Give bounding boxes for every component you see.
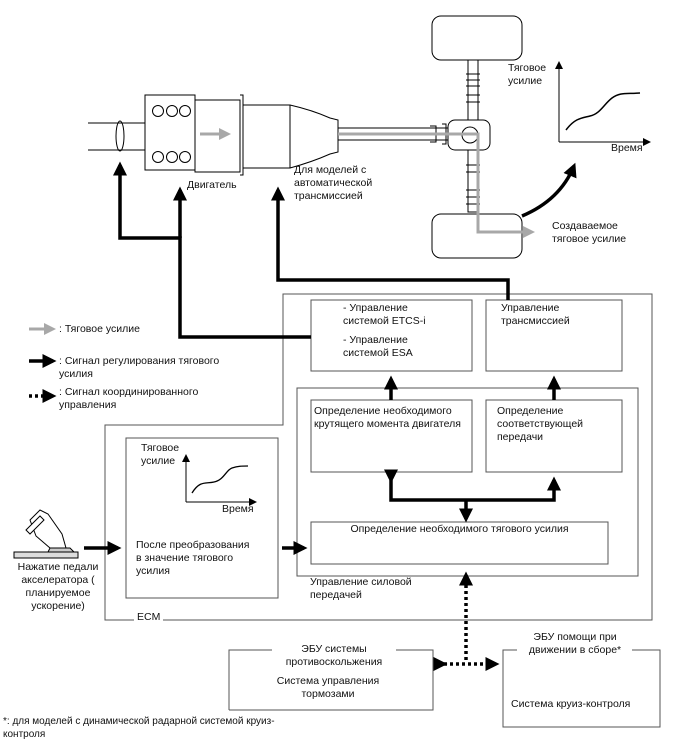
legend-label-control: : Сигнал регулирования тягового усилия bbox=[59, 355, 220, 380]
label-required-traction: Определение необходимого тягового усилия bbox=[350, 523, 569, 535]
label-gear: Определение соответствующей передачи bbox=[497, 405, 584, 443]
label-etcs: - Управление системой ETCS-i bbox=[343, 302, 426, 327]
transmission-control-box bbox=[485, 299, 623, 372]
wheel-top bbox=[431, 15, 523, 61]
label-cruise-control: Система круиз-контроля bbox=[511, 698, 631, 710]
conversion-box bbox=[125, 437, 279, 599]
label-time-ecm: Время bbox=[222, 503, 254, 515]
label-traction-ecm: Тяговое усилие bbox=[141, 442, 180, 467]
label-drive-assist-ecu: ЭБУ помощи при движении в сборе* bbox=[528, 631, 622, 656]
label-pedal: Нажатие педали акселератора ( планируемо… bbox=[17, 561, 99, 612]
engine-torque-box bbox=[310, 399, 473, 473]
label-engine: Двигатель bbox=[187, 179, 237, 191]
label-ecm: ECM bbox=[134, 611, 164, 624]
label-brake-system: Система управления тормозами bbox=[276, 675, 380, 700]
label-powertrain-control: Управление силовой передачей bbox=[310, 576, 412, 601]
required-traction-box bbox=[310, 521, 609, 565]
control-signals bbox=[84, 161, 561, 555]
output-curve-arrow bbox=[521, 162, 577, 218]
label-esa: - Управление системой ESA bbox=[343, 334, 413, 359]
label-engine-torque: Определение необходимого крутящего момен… bbox=[314, 405, 461, 430]
legend bbox=[29, 323, 57, 403]
legend-label-coordinated: : Сигнал координированного управления bbox=[59, 386, 199, 411]
traction-chart-top bbox=[555, 61, 651, 146]
traction-chart-ecm bbox=[182, 454, 257, 506]
footnote: *: для моделей с динамической радарной с… bbox=[3, 716, 275, 740]
label-traction-top: Тяговое усилие bbox=[508, 62, 547, 87]
accelerator-pedal-icon bbox=[13, 509, 79, 559]
etcs-esa-box bbox=[310, 299, 473, 372]
label-generated-traction: Создаваемое тяговое усилие bbox=[552, 220, 627, 245]
legend-label-traction: : Тяговое усилие bbox=[59, 323, 140, 335]
label-time-top: Время bbox=[611, 142, 643, 154]
ecm-frame bbox=[104, 293, 653, 621]
drivetrain-illustration bbox=[88, 15, 523, 259]
label-conversion: После преобразования в значение тягового… bbox=[136, 539, 250, 577]
label-at-models: Для моделей с автоматической трансмиссие… bbox=[294, 164, 373, 202]
label-skid-ecu: ЭБУ системы противоскольжения bbox=[285, 643, 383, 668]
traction-flow bbox=[200, 128, 535, 238]
skid-ecu-box bbox=[228, 649, 434, 711]
label-transmission-control: Управление трансмиссией bbox=[501, 302, 570, 327]
drive-assist-ecu-box bbox=[502, 649, 661, 728]
coordinated-signals bbox=[433, 571, 500, 671]
